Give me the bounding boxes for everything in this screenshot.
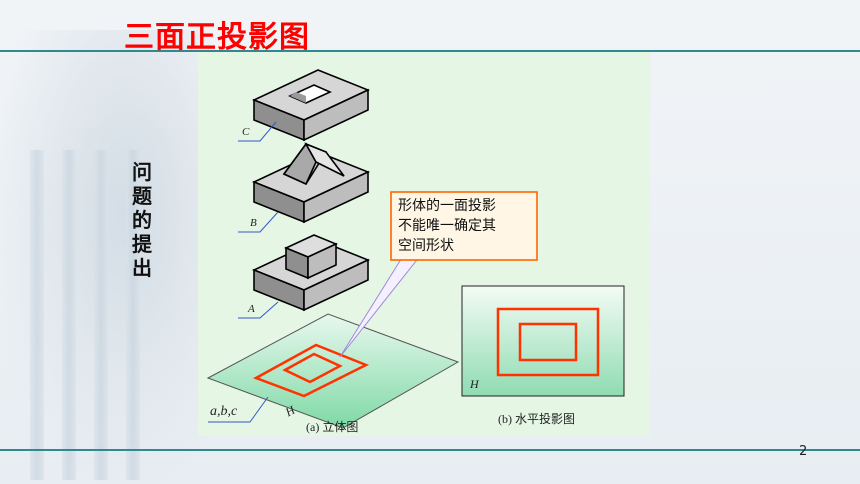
- top-rule: [0, 50, 860, 52]
- callout-text: 形体的一面投影 不能唯一确定其 空间形状: [398, 196, 534, 256]
- label-abc: a,b,c: [210, 404, 238, 419]
- label-a: A: [248, 303, 255, 315]
- projection-figure: [206, 69, 625, 429]
- object-a: [251, 234, 371, 312]
- column-decoration: [0, 30, 210, 484]
- callout-line: 空间形状: [398, 238, 454, 254]
- label-b: B: [250, 217, 257, 229]
- page-number: 2: [799, 444, 808, 459]
- side-heading-char: 题: [132, 184, 152, 208]
- projection-plane-left: [206, 313, 460, 429]
- slide-title: 三面正投影图: [124, 20, 310, 55]
- label-c: C: [242, 126, 250, 138]
- object-b: [251, 142, 371, 224]
- side-heading-char: 的: [132, 208, 152, 232]
- bottom-rule: [0, 449, 860, 451]
- leader-lines: [208, 121, 279, 423]
- inner-projection-outline: [282, 352, 343, 384]
- caption-b: (b) 水平投影图: [498, 412, 575, 426]
- outer-projection-outline: [253, 343, 370, 398]
- side-heading-char: 出: [132, 256, 152, 280]
- caption-a: (a) 立体图: [306, 420, 359, 434]
- horizontal-projection-view: [461, 285, 625, 397]
- object-c: [251, 69, 371, 142]
- inner-projection-rect: [518, 322, 578, 362]
- side-heading-char: 提: [132, 232, 152, 256]
- side-heading-char: 问: [132, 160, 152, 184]
- side-heading: 问 题 的 提 出: [128, 160, 156, 280]
- figure-panel: C B A a,b,c H 形体的一面投影 不能唯一确定其 空间形状 H (a)…: [198, 52, 650, 436]
- callout-box: [390, 191, 538, 261]
- outer-projection-rect: [496, 307, 600, 377]
- callout-line: 不能唯一确定其: [398, 218, 496, 234]
- plane-label-right: H: [470, 377, 479, 391]
- callout-line: 形体的一面投影: [398, 198, 496, 214]
